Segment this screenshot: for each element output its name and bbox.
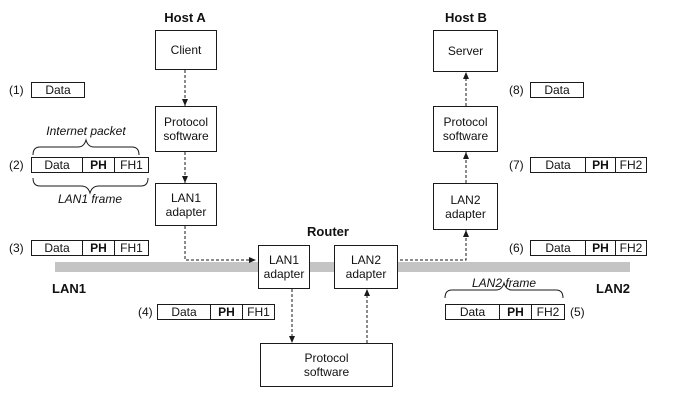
packet-step-5: Data PH FH2 bbox=[445, 304, 565, 320]
packet-cell: PH bbox=[499, 305, 531, 319]
lan2-label: LAN2 bbox=[596, 281, 630, 296]
host-b-lan2-adapter-box: LAN2 adapter bbox=[433, 183, 498, 230]
router-protocol-software-box: Protocol software bbox=[260, 343, 393, 387]
step-label: (6) bbox=[509, 241, 524, 255]
lan1-frame-brace bbox=[32, 177, 149, 195]
arrow-lan1-adapter-to-router bbox=[184, 226, 256, 263]
step-label: (5) bbox=[570, 305, 585, 319]
lan2-bar bbox=[398, 262, 630, 272]
lan2-frame-brace bbox=[444, 281, 564, 299]
step-label: (4) bbox=[138, 305, 153, 319]
arrow-router-to-lan2-adapter bbox=[400, 230, 469, 261]
packet-step-8: Data bbox=[530, 82, 584, 98]
packet-cell: FH2 bbox=[615, 241, 646, 255]
packet-step-2: Data PH FH1 bbox=[31, 157, 149, 173]
packet-step-4: Data PH FH1 bbox=[157, 304, 275, 320]
step-label: (1) bbox=[9, 83, 24, 97]
step-label: (7) bbox=[509, 158, 524, 172]
host-b-protocol-software-box: Protocol software bbox=[433, 106, 498, 152]
router-lan2-adapter-box: LAN2 adapter bbox=[334, 245, 398, 289]
internet-packet-label: Internet packet bbox=[46, 124, 126, 138]
packet-cell: Data bbox=[44, 241, 70, 255]
host-a-heading: Host A bbox=[164, 10, 206, 25]
packet-cell: Data bbox=[171, 305, 197, 319]
packet-cell: Data bbox=[545, 241, 571, 255]
packet-cell: FH2 bbox=[531, 305, 564, 319]
packet-cell: PH bbox=[210, 305, 242, 319]
packet-cell: Data bbox=[44, 158, 70, 172]
packet-cell: Data bbox=[545, 158, 571, 172]
lan2-frame-label: LAN2 frame bbox=[471, 276, 537, 290]
step-label: (8) bbox=[509, 83, 524, 97]
packet-cell: PH bbox=[82, 241, 114, 255]
packet-cell: Data bbox=[459, 305, 486, 319]
router-heading: Router bbox=[307, 224, 349, 239]
packet-step-3: Data PH FH1 bbox=[31, 240, 149, 256]
lan1-frame-label: LAN1 frame bbox=[57, 192, 123, 206]
host-a-protocol-software-box: Protocol software bbox=[155, 106, 217, 152]
packet-cell: PH bbox=[82, 158, 114, 172]
packet-step-7: Data PH FH2 bbox=[530, 157, 647, 173]
packet-step-1: Data bbox=[31, 82, 85, 98]
packet-cell: Data bbox=[544, 83, 570, 97]
lan1-label: LAN1 bbox=[52, 281, 86, 296]
packet-step-6: Data PH FH2 bbox=[530, 240, 647, 256]
server-box: Server bbox=[433, 30, 498, 72]
packet-cell: PH bbox=[585, 158, 615, 172]
packet-cell: FH1 bbox=[242, 305, 274, 319]
router-lan1-adapter-box: LAN1 adapter bbox=[258, 245, 310, 289]
lan1-bar bbox=[55, 262, 258, 272]
host-b-heading: Host B bbox=[445, 10, 487, 25]
step-label: (3) bbox=[9, 241, 24, 255]
packet-cell: Data bbox=[45, 83, 71, 97]
step-label: (2) bbox=[9, 158, 24, 172]
client-box: Client bbox=[155, 30, 217, 70]
internet-packet-brace bbox=[32, 138, 140, 156]
packet-cell: FH1 bbox=[114, 158, 148, 172]
lan-bar-mid bbox=[310, 262, 334, 272]
packet-cell: FH2 bbox=[615, 158, 646, 172]
packet-cell: FH1 bbox=[114, 241, 148, 255]
host-a-lan1-adapter-box: LAN1 adapter bbox=[155, 183, 217, 226]
packet-cell: PH bbox=[585, 241, 615, 255]
